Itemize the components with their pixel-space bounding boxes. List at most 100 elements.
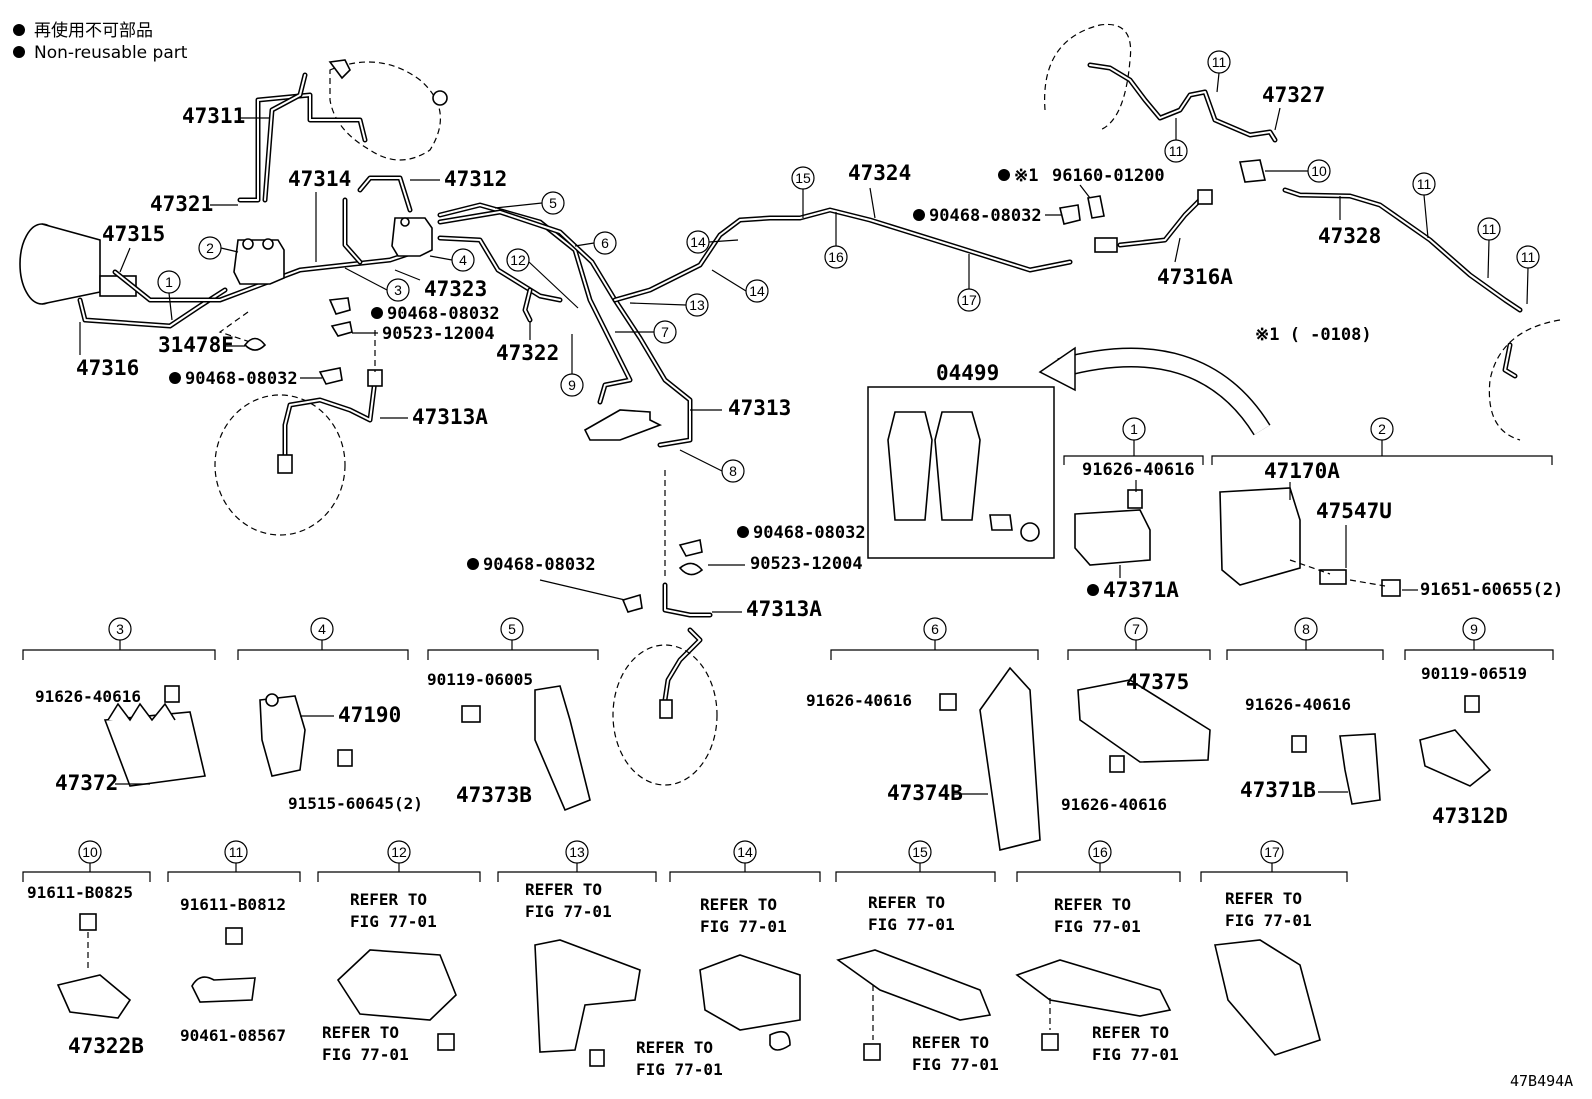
note-mark: ※1	[1014, 166, 1038, 186]
label-91651: 91651-60655(2)	[1420, 580, 1563, 600]
svg-text:11: 11	[1212, 54, 1227, 70]
svg-text:1: 1	[165, 274, 173, 290]
non-reusable-dot-icon	[13, 46, 25, 58]
proportioning-valves	[233, 217, 433, 285]
label-96160: 96160-01200	[1052, 166, 1165, 186]
non-reusable-dot-icon	[13, 24, 25, 36]
g11-part: 90461-08567	[180, 1026, 286, 1045]
label-47313A-b: 47313A	[746, 597, 822, 621]
svg-text:2: 2	[1378, 421, 1386, 437]
g12-ref1-line2: FIG 77-01	[350, 912, 437, 931]
group-3: 3 91626-40616 47372	[22, 617, 216, 795]
non-reusable-dot-icon	[371, 307, 383, 319]
group-9: 9 90119-06519 47312D	[1404, 617, 1554, 828]
label-47547U: 47547U	[1316, 499, 1392, 523]
g6-bolt: 91626-40616	[806, 691, 912, 710]
brake-tubes-center	[612, 189, 1213, 303]
group-16: 16 REFER TO FIG 77-01 REFER TO FIG 77-01	[1015, 840, 1181, 1064]
group-10: 10 91611-B0825 47322B	[22, 840, 151, 1058]
label-47315: 47315	[102, 222, 165, 246]
svg-text:11: 11	[1482, 221, 1497, 237]
callout-6: 6	[593, 231, 617, 255]
main-callouts: 1 2 3 4 5 6 7 8 9 10 12 13 14 14 15 16 1…	[157, 50, 1540, 483]
svg-text:1: 1	[1130, 421, 1138, 437]
callout-11d: 11	[1477, 217, 1501, 241]
g15-ref1-line1: REFER TO	[868, 893, 945, 912]
g15-ref2-line1: REFER TO	[912, 1033, 989, 1052]
svg-text:14: 14	[737, 844, 753, 860]
g4-part: 47190	[338, 703, 401, 727]
legend-jp: 再使用不可部品	[34, 20, 153, 41]
label-47314: 47314	[288, 167, 351, 191]
g17-ref1-line2: FIG 77-01	[1225, 911, 1312, 930]
g15-ref1-line2: FIG 77-01	[868, 915, 955, 934]
g13-ref1-line1: REFER TO	[525, 880, 602, 899]
callout-17: 17	[957, 288, 981, 312]
g6-part: 47374B	[887, 781, 963, 805]
svg-text:17: 17	[961, 292, 977, 308]
label-47316A: 47316A	[1157, 265, 1233, 289]
svg-text:16: 16	[828, 249, 844, 265]
group-6: 6 91626-40616 47374B	[806, 617, 1041, 851]
svg-text:14: 14	[690, 234, 706, 250]
g5-part: 47373B	[456, 783, 532, 807]
front-caliper-area	[214, 297, 383, 536]
g13-ref2-line2: FIG 77-01	[636, 1060, 723, 1079]
svg-text:10: 10	[1311, 163, 1327, 179]
svg-text:9: 9	[568, 377, 576, 393]
label-47170A: 47170A	[1264, 459, 1340, 483]
svg-text:6: 6	[931, 621, 939, 637]
group-14: 14 REFER TO FIG 77-01	[669, 840, 821, 1051]
g14-ref1-line2: FIG 77-01	[700, 917, 787, 936]
callout-3: 3	[386, 278, 410, 302]
main-labels: 47311 47321 47314 47312 47315 47316 3147…	[76, 83, 1563, 621]
callout-2-header: 2	[1370, 417, 1394, 441]
g12-ref1-line1: REFER TO	[350, 890, 427, 909]
svg-text:4: 4	[459, 252, 467, 268]
callout-11c: 11	[1412, 172, 1436, 196]
g8-bolt: 91626-40616	[1245, 695, 1351, 714]
g12-ref2-line1: REFER TO	[322, 1023, 399, 1042]
group-1-2-parts	[1074, 487, 1401, 597]
group-17: 17 REFER TO FIG 77-01	[1200, 840, 1348, 1056]
callout-1-header: 1	[1122, 417, 1146, 441]
label-47371A: 47371A	[1103, 578, 1179, 602]
g8-part: 47371B	[1240, 778, 1316, 802]
callout-14b: 14	[745, 279, 769, 303]
label-90523-a: 90523-12004	[382, 324, 495, 344]
svg-text:8: 8	[729, 463, 737, 479]
brake-booster	[328, 59, 448, 161]
g16-ref2-line1: REFER TO	[1092, 1023, 1169, 1042]
non-reusable-dot-icon	[1087, 584, 1099, 596]
group-13: 13 REFER TO FIG 77-01 REFER TO FIG 77-01	[497, 840, 723, 1079]
note-range: ※1 ( -0108)	[1255, 325, 1372, 345]
label-91626-g1: 91626-40616	[1082, 460, 1195, 480]
g16-ref1-line2: FIG 77-01	[1054, 917, 1141, 936]
g5-bolt: 90119-06005	[427, 670, 533, 689]
svg-text:8: 8	[1302, 621, 1310, 637]
g3-part: 47372	[55, 771, 118, 795]
svg-text:7: 7	[1132, 621, 1140, 637]
svg-text:11: 11	[229, 844, 244, 860]
group-4: 4 47190 91515-60645(2)	[237, 617, 423, 813]
figure-code: 47B494A	[1510, 1072, 1573, 1090]
g7-part: 47375	[1126, 670, 1189, 694]
brake-tubes-front	[77, 72, 693, 448]
svg-text:3: 3	[116, 621, 124, 637]
callout-11a: 11	[1207, 50, 1231, 74]
group-12: 12 REFER TO FIG 77-01 REFER TO FIG 77-01	[317, 840, 481, 1064]
g4-bolt: 91515-60645(2)	[288, 794, 423, 813]
g16-ref1-line1: REFER TO	[1054, 895, 1131, 914]
callout-9: 9	[560, 373, 584, 397]
non-reusable-dot-icon	[467, 558, 479, 570]
legend: 再使用不可部品 Non-reusable part	[13, 20, 188, 63]
svg-text:13: 13	[569, 844, 585, 860]
svg-text:6: 6	[601, 235, 609, 251]
callout-5: 5	[541, 191, 565, 215]
legend-en: Non-reusable part	[34, 43, 188, 63]
label-47328: 47328	[1318, 224, 1381, 248]
callout-14a: 14	[686, 230, 710, 254]
svg-text:12: 12	[391, 844, 407, 860]
g10-bolt: 91611-B0825	[27, 883, 133, 902]
